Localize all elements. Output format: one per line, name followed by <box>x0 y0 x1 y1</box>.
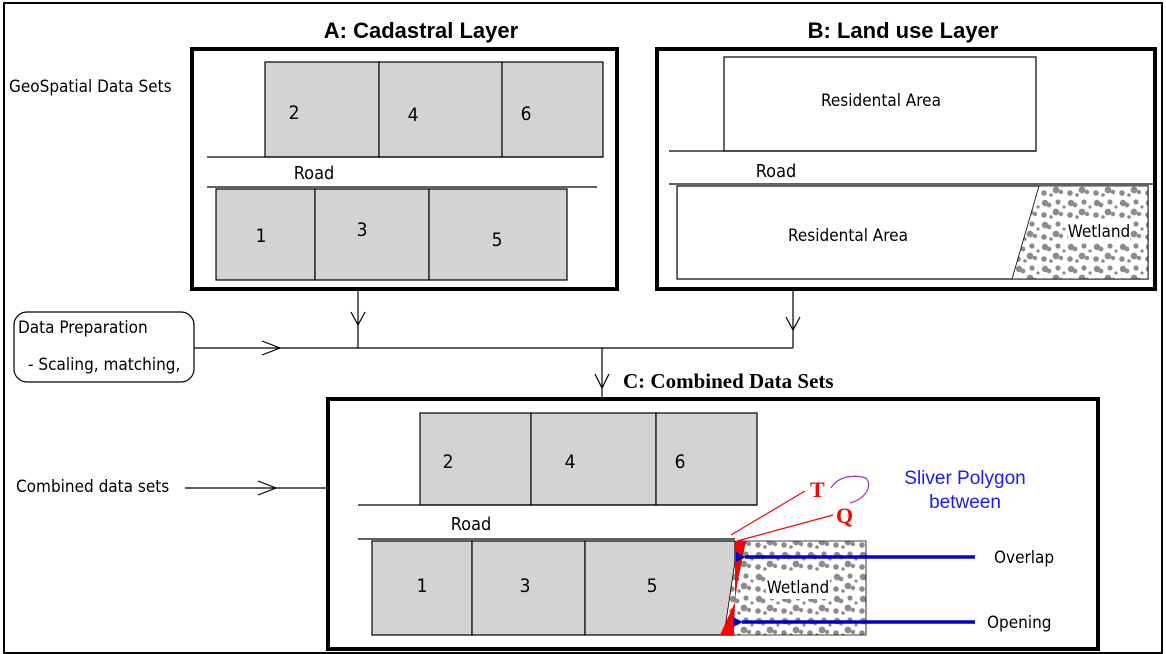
combined-wetland-label-bg <box>766 571 830 599</box>
flow-connectors <box>185 291 801 496</box>
t-pointer <box>730 490 806 536</box>
t-q-bracket <box>830 475 870 504</box>
combined-parcel-label-1: 1 <box>417 575 428 597</box>
combined-wetland-label: Wetland <box>767 578 830 598</box>
parcel-label-6: 6 <box>521 103 532 125</box>
combined-parcel-4 <box>530 412 657 506</box>
title-combined-data-sets: C: Combined Data Sets <box>623 369 834 393</box>
panel-c-parcels <box>358 412 758 636</box>
combined-data-sets-label: Combined data sets <box>16 477 169 497</box>
combined-parcel-2 <box>419 412 532 506</box>
combined-parcel-label-3: 3 <box>520 575 531 597</box>
data-preparation-title: Data Preparation <box>18 318 148 338</box>
data-preparation-detail: - Scaling, matching, <box>28 355 180 375</box>
sliver-polygon-label-line2: between <box>929 492 1001 513</box>
panel-b-frame <box>655 47 1157 291</box>
combined-parcel-5 <box>584 540 736 636</box>
residential-label-top: Residental Area <box>821 91 941 111</box>
parcel-2 <box>264 61 380 158</box>
road-label-b: Road <box>756 161 797 182</box>
parcel-label-2: 2 <box>289 102 300 124</box>
parcel-label-5: 5 <box>492 229 503 251</box>
q-pointer <box>736 514 834 542</box>
sliver-polygon-label-line1: Sliver Polygon <box>904 468 1025 489</box>
q-label: Q <box>836 503 853 528</box>
parcel-5 <box>428 188 568 281</box>
data-preparation-box <box>13 311 195 383</box>
t-label: T <box>810 477 825 502</box>
panel-a-frame <box>190 47 619 291</box>
opening-label: Opening <box>987 613 1052 633</box>
outer-frame <box>3 2 1163 654</box>
combined-parcel-label-4: 4 <box>565 451 576 473</box>
parcel-label-4: 4 <box>408 104 419 126</box>
title-cadastral-layer: A: Cadastral Layer <box>324 18 519 43</box>
combined-parcel-label-2: 2 <box>443 451 454 473</box>
overlap-label: Overlap <box>994 548 1054 568</box>
wetland-label-bg-b <box>1068 219 1130 243</box>
combined-parcel-label-5: 5 <box>647 575 658 597</box>
parcel-label-3: 3 <box>357 219 368 241</box>
combined-parcel-label-6: 6 <box>675 451 686 473</box>
combined-parcel-6 <box>655 412 758 506</box>
combined-parcel-3 <box>471 540 586 636</box>
parcel-3 <box>314 188 430 281</box>
panel-c-frame <box>326 397 1100 651</box>
residential-area-top <box>723 56 1037 152</box>
parcel-4 <box>378 61 503 158</box>
residential-label-bottom: Residental Area <box>788 226 908 246</box>
road-label-a: Road <box>294 163 335 184</box>
wetland-label-b: Wetland <box>1068 222 1131 242</box>
parcel-6 <box>501 61 604 158</box>
sliver-opening <box>720 602 735 635</box>
panel-a-parcels <box>207 61 604 281</box>
title-land-use-layer: B: Land use Layer <box>808 18 999 43</box>
parcel-label-1: 1 <box>256 225 267 247</box>
combined-parcel-1 <box>371 540 473 636</box>
parcel-1 <box>215 188 316 281</box>
combined-road-label: Road <box>451 514 492 535</box>
geospatial-data-sets-label: GeoSpatial Data Sets <box>9 77 172 97</box>
